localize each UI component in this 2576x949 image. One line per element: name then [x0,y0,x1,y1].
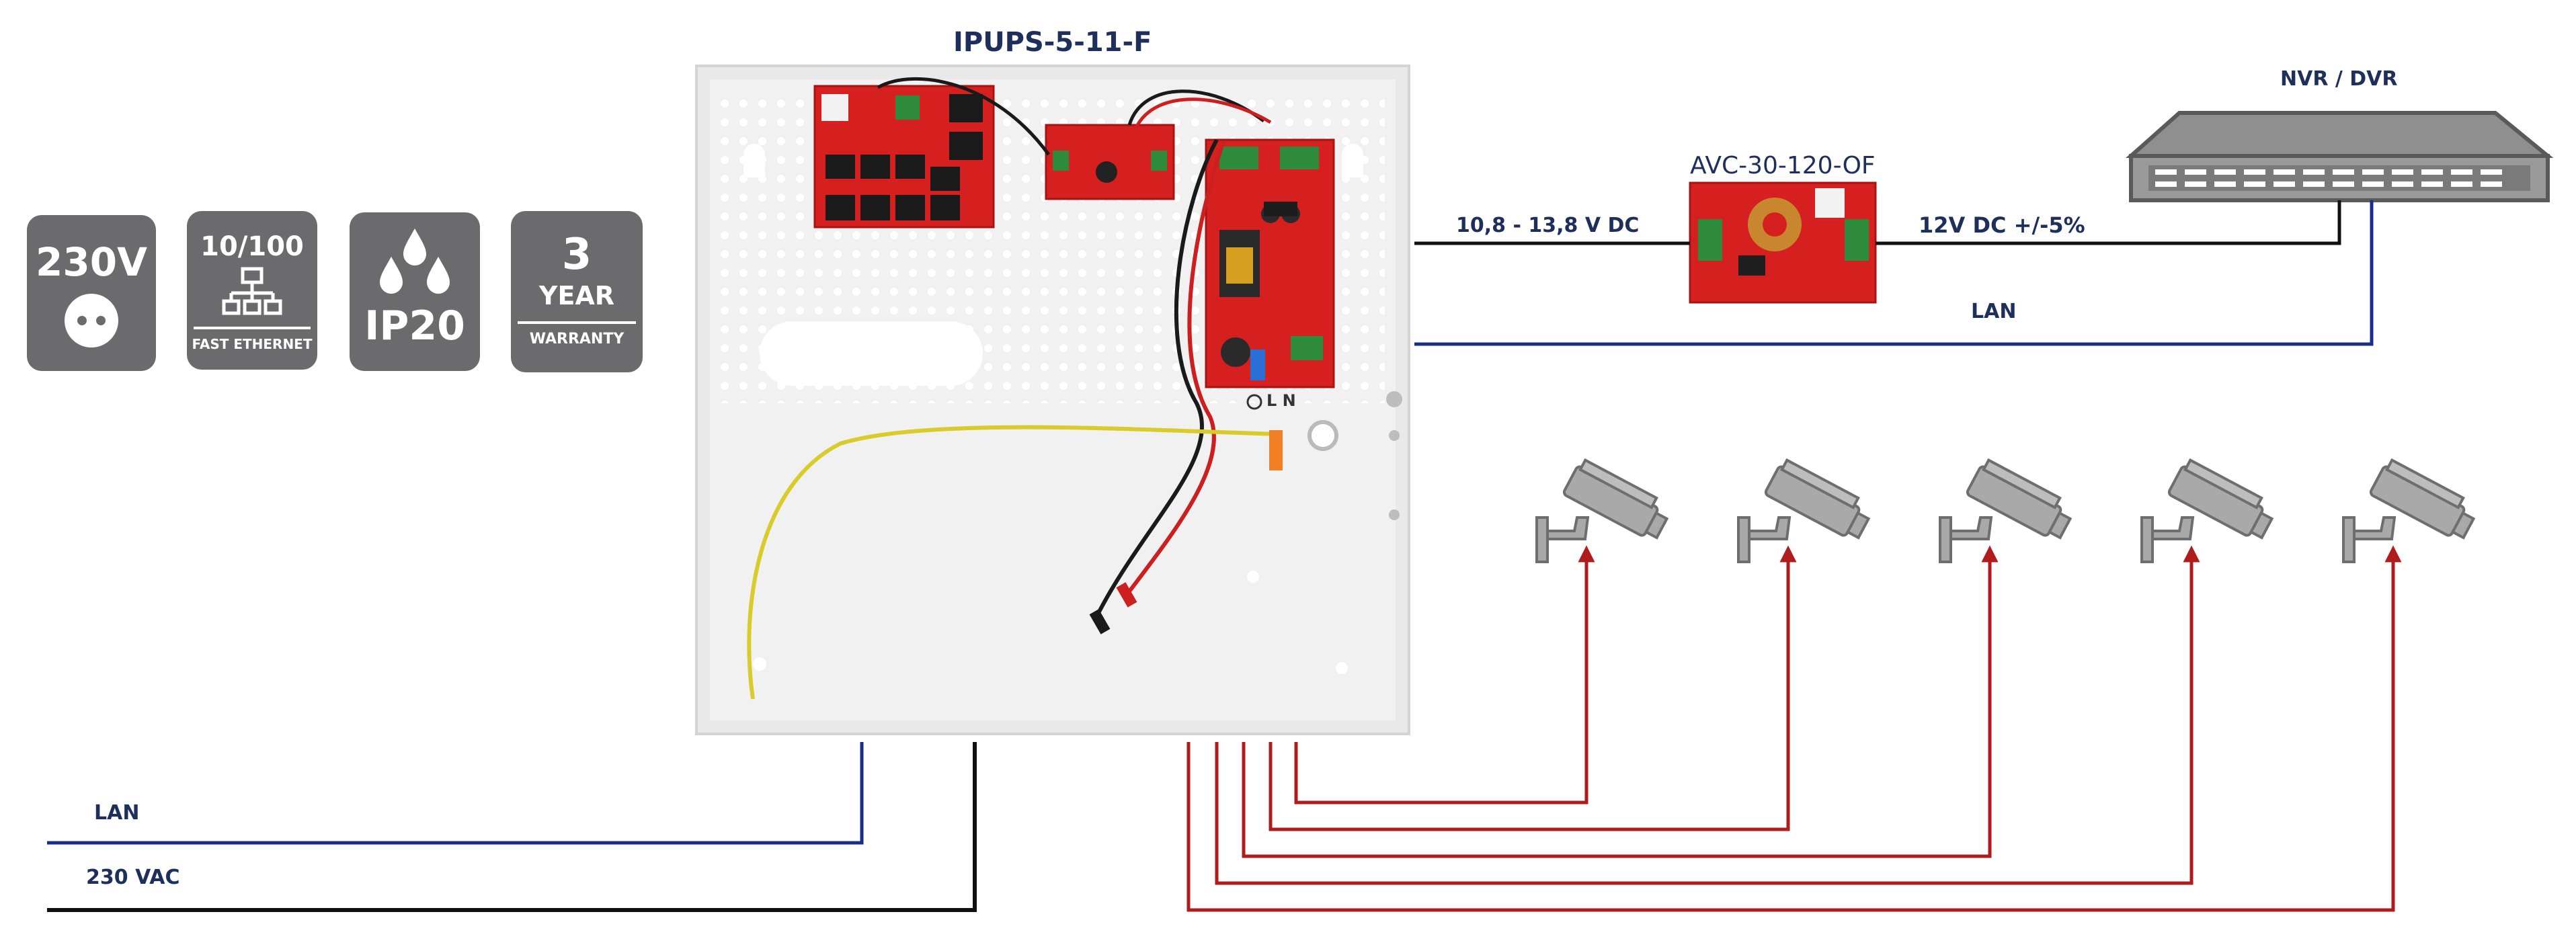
internal-wires [747,77,1283,700]
cameras-group [1535,458,2476,563]
network-icon [222,267,282,315]
badge-ip20: IP20 [350,212,480,371]
camera-icon [1535,458,1669,563]
ground-symbol [1246,394,1262,410]
ethernet-caption: FAST ETHERNET [192,336,313,352]
external-wiring [47,200,2402,912]
badge-warranty: 3 YEAR WARRANTY [511,211,643,372]
ip-rating-text: IP20 [364,302,465,349]
output-voltage-label: 12V DC +/-5% [1919,212,2085,238]
ethernet-speed-text: 10/100 [200,231,304,262]
camera-line-2 [1269,545,1797,831]
camera-icon [1939,458,2072,563]
badge-230v: 230V [27,215,156,371]
socket-icon [65,294,118,347]
camera-line-5 [1186,545,2402,912]
terminal-label: L N [1266,391,1296,410]
nvr-device [2126,111,2554,202]
camera-line-4 [1215,545,2200,885]
badge-divider [518,321,636,324]
camera-line-3 [1242,545,1999,858]
module-label: AVC-30-120-OF [1690,152,1876,179]
water-drops-icon [380,229,450,294]
dc-converter-board [1045,124,1175,200]
lan-label-right: LAN [1971,300,2017,323]
warranty-number: 3 [561,230,592,280]
ethernet-switch-board [813,85,995,229]
product-title: IPUPS-5-11-F [953,27,1152,58]
camera-icon [1737,458,1871,563]
badge-fast-ethernet: 10/100 FAST ETHERNET [187,211,317,370]
ac-label: 230 VAC [86,866,180,889]
lan-label-left: LAN [94,801,140,825]
lan-line-left [47,742,864,845]
camera-line-1 [1294,545,1595,804]
input-voltage-label: 10,8 - 13,8 V DC [1456,214,1640,237]
badge-divider [194,327,311,329]
voltage-text: 230V [36,239,147,285]
ac-line [47,742,977,912]
lan-line-right [1414,200,2374,346]
psu-board [1205,138,1335,388]
camera-icon [2140,458,2274,563]
warranty-unit: YEAR [538,281,615,311]
warranty-caption: WARRANTY [529,331,625,347]
avc-module-board [1689,181,1877,304]
dc-output-line [1876,200,2341,245]
nvr-label: NVR / DVR [2280,67,2398,91]
camera-icon [2342,458,2476,563]
